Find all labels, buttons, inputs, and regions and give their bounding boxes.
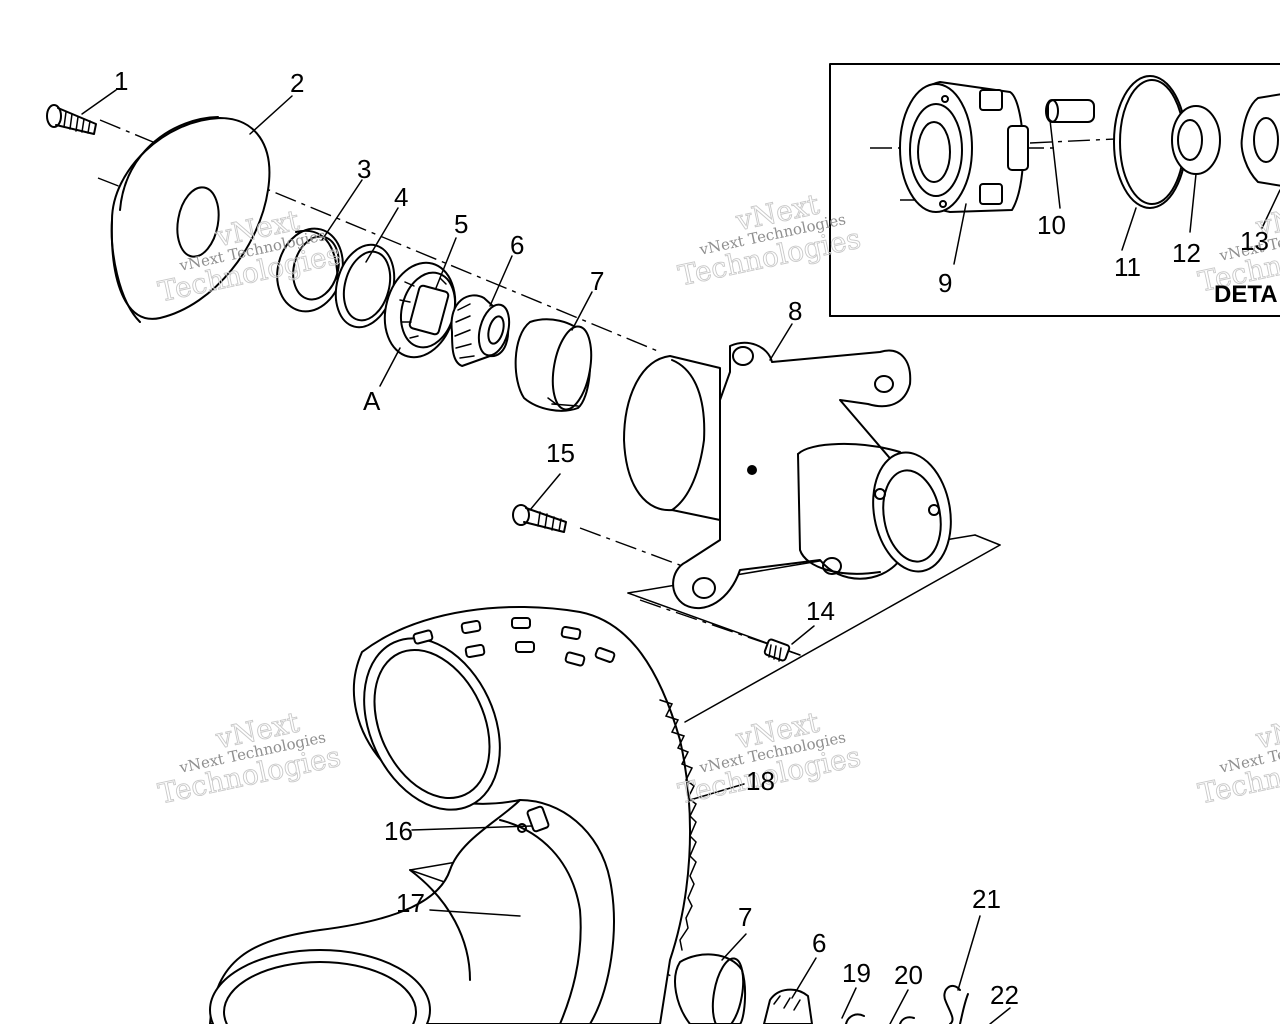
callout-18: 18 <box>746 766 775 796</box>
detail-box <box>829 63 1280 317</box>
part-10-pin <box>1045 99 1095 123</box>
part-16-valve <box>517 805 550 833</box>
callout-20: 20 <box>894 960 923 990</box>
part-8-hub <box>623 341 952 610</box>
part-11-ring <box>1113 75 1187 209</box>
callout-10: 10 <box>1037 210 1066 240</box>
callout-22: 22 <box>990 980 1019 1010</box>
part-9-housing <box>899 81 1029 213</box>
callout-19: 19 <box>842 958 871 988</box>
callout-17: 17 <box>396 888 425 918</box>
callout-3: 3 <box>357 154 371 184</box>
part-7-cup <box>514 318 593 412</box>
callout-16: 16 <box>384 816 413 846</box>
callout-5: 5 <box>454 209 468 239</box>
callout-A: A <box>363 386 381 416</box>
callout-15: 15 <box>546 438 575 468</box>
callout-13: 13 <box>1240 226 1269 256</box>
callout-12: 12 <box>1172 238 1201 268</box>
callout-1: 1 <box>114 66 128 96</box>
callout-11: 11 <box>1114 252 1141 282</box>
part-13-nut <box>1240 93 1280 187</box>
callout-8: 8 <box>788 296 802 326</box>
callout-labels: 1 2 3 4 5 6 7 A 8 9 10 11 12 13 DETA 15 … <box>114 66 1278 1010</box>
part-5-nut <box>383 261 457 359</box>
part-2-disc <box>110 116 271 323</box>
part-6-bearing-lower <box>763 988 813 1025</box>
part-14-screw <box>763 638 791 662</box>
parts-19-22 <box>845 984 969 1025</box>
callout-9: 9 <box>938 268 952 298</box>
part-1-screw <box>46 104 97 135</box>
callout-14: 14 <box>806 596 835 626</box>
leader-lines <box>81 89 1280 1025</box>
callout-7: 7 <box>590 266 604 296</box>
part-7-cup-lower <box>674 953 747 1029</box>
detail-label: DETA <box>1214 281 1278 308</box>
callout-4: 4 <box>394 182 408 212</box>
callout-21: 21 <box>972 884 1001 914</box>
callout-2: 2 <box>290 68 304 98</box>
part-18-tire <box>209 606 697 1029</box>
callout-6b: 6 <box>812 928 826 958</box>
part-6-bearing <box>450 294 511 367</box>
part-12-washer <box>1171 105 1221 175</box>
callout-7b: 7 <box>738 902 752 932</box>
callout-6: 6 <box>510 230 524 260</box>
part-15-bolt <box>512 504 567 533</box>
